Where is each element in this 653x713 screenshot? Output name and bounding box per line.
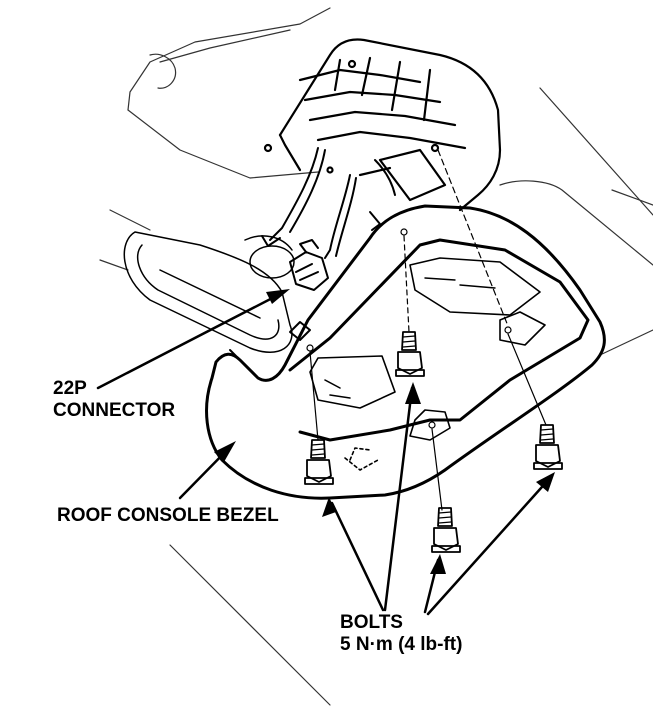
- bolts-leaders: [330, 386, 552, 616]
- bolt-alignment-lines: [306, 149, 547, 511]
- bolts-label-line2: 5 N·m (4 lb-ft): [340, 634, 463, 655]
- connector-label-line1: 22P: [53, 378, 87, 399]
- bolt-2: [304, 439, 334, 485]
- rear-view-mirror: [123, 231, 295, 353]
- roof-panel-outline: [99, 7, 653, 706]
- connector-leader: [96, 290, 286, 390]
- bolt-1: [395, 331, 425, 377]
- connector-label-line2: CONNECTOR: [53, 400, 176, 421]
- bolt-4: [533, 424, 563, 470]
- bolt-3: [431, 507, 461, 553]
- console-mount-bracket: [263, 38, 502, 212]
- wire-harness: [261, 147, 396, 259]
- bezel-label: ROOF CONSOLE BEZEL: [57, 505, 279, 526]
- arrow-heads: [214, 289, 555, 574]
- roof-console-bezel-drawing: [205, 204, 606, 500]
- bolts-label-line1: BOLTS: [340, 612, 403, 633]
- bolts-label: BOLTS 5 N·m (4 lb-ft): [340, 612, 462, 656]
- connector-label: 22P CONNECTOR: [53, 378, 175, 422]
- 22p-connector-drawing: [289, 239, 329, 291]
